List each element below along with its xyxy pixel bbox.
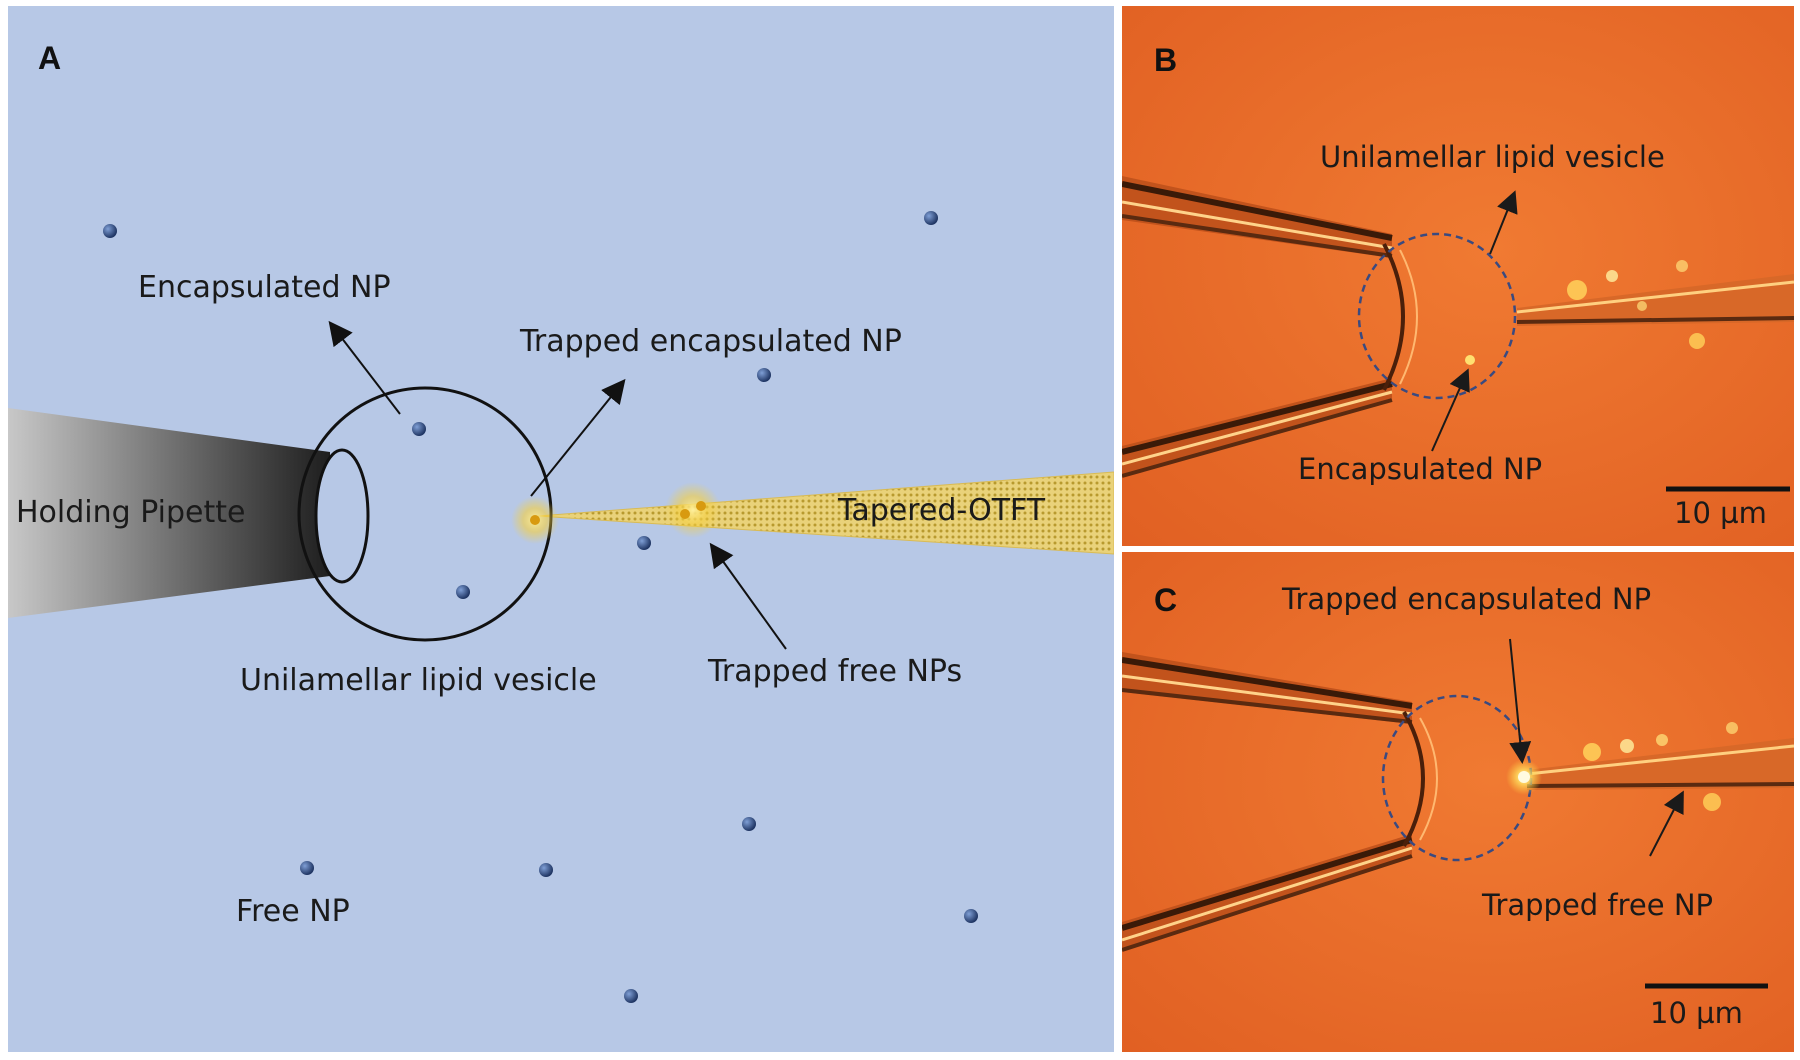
label-trapped-free-nps: Trapped free NPs [708, 654, 963, 689]
free-np [103, 224, 117, 238]
arrow-trapped-free-nps [709, 542, 787, 650]
label-unilamellar-lipid-vesicle: Unilamellar lipid vesicle [1320, 140, 1665, 174]
label-trapped-free-np: Trapped free NP [1482, 888, 1714, 922]
label-unilamellar-lipid-vesicle: Unilamellar lipid vesicle [240, 663, 597, 698]
panel-b-micrograph: B Unilamellar lipid vesicle Encapsulated… [1122, 6, 1794, 546]
pipette-image [1122, 652, 1438, 952]
micrograph-c-image [1122, 552, 1794, 1052]
free-np [637, 536, 651, 550]
free-np [742, 817, 756, 831]
free-np [757, 368, 771, 382]
trapped-encapsulated-np [530, 515, 540, 525]
label-free-np: Free NP [236, 894, 350, 929]
nanoparticles [103, 211, 978, 1003]
label-encapsulated-np: Encapsulated NP [138, 270, 391, 305]
encapsulated-np-spot [1465, 355, 1475, 365]
label-trapped-encapsulated-np: Trapped encapsulated NP [1282, 582, 1652, 616]
label-trapped-encapsulated-np: Trapped encapsulated NP [520, 324, 902, 359]
encapsulated-np [412, 422, 426, 436]
scale-bar-label: 10 µm [1674, 496, 1767, 530]
arrow-trapped-free-np [1649, 790, 1684, 857]
pipette-opening [314, 448, 370, 584]
panel-letter-a: A [38, 40, 62, 76]
arrow-trapped-encapsulated-np [530, 378, 626, 497]
trapped-free-np [696, 501, 706, 511]
panel-letter-c: C [1154, 582, 1178, 618]
label-holding-pipette: Holding Pipette [16, 495, 246, 530]
arrow-encapsulated-np [1431, 368, 1470, 452]
fiber-image [1516, 260, 1794, 349]
free-np [624, 989, 638, 1003]
free-np [964, 909, 978, 923]
encapsulated-np [456, 585, 470, 599]
vesicle-outline [1357, 232, 1517, 400]
pipette-image [1122, 176, 1418, 478]
trapped-np-glow [665, 482, 721, 538]
label-tapered-otft: Tapered-OTFT [838, 493, 1046, 528]
trapped-free-np [680, 509, 690, 519]
scale-bar-label: 10 µm [1650, 996, 1743, 1030]
micrograph-b-image [1122, 6, 1794, 546]
holding-pipette [8, 408, 330, 618]
fiber-image [1526, 722, 1794, 811]
panel-c-micrograph: C Trapped encapsulated NP Trapped free N… [1122, 552, 1794, 1052]
panel-letter-b: B [1154, 42, 1178, 78]
free-np [539, 863, 553, 877]
schematic-drawing [8, 211, 1114, 1003]
tapered-otft [537, 471, 1114, 555]
arrow-encapsulated-np [328, 320, 401, 415]
panel-a-schematic: A Encapsulated NP Trapped encapsulated N… [8, 6, 1114, 1052]
free-np [300, 861, 314, 875]
arrow-vesicle [1489, 190, 1518, 255]
arrow-trapped-encapsulated-np [1509, 638, 1532, 764]
label-encapsulated-np: Encapsulated NP [1298, 452, 1543, 486]
trapped-encapsulated-np-spot [1518, 771, 1530, 783]
free-np [924, 211, 938, 225]
